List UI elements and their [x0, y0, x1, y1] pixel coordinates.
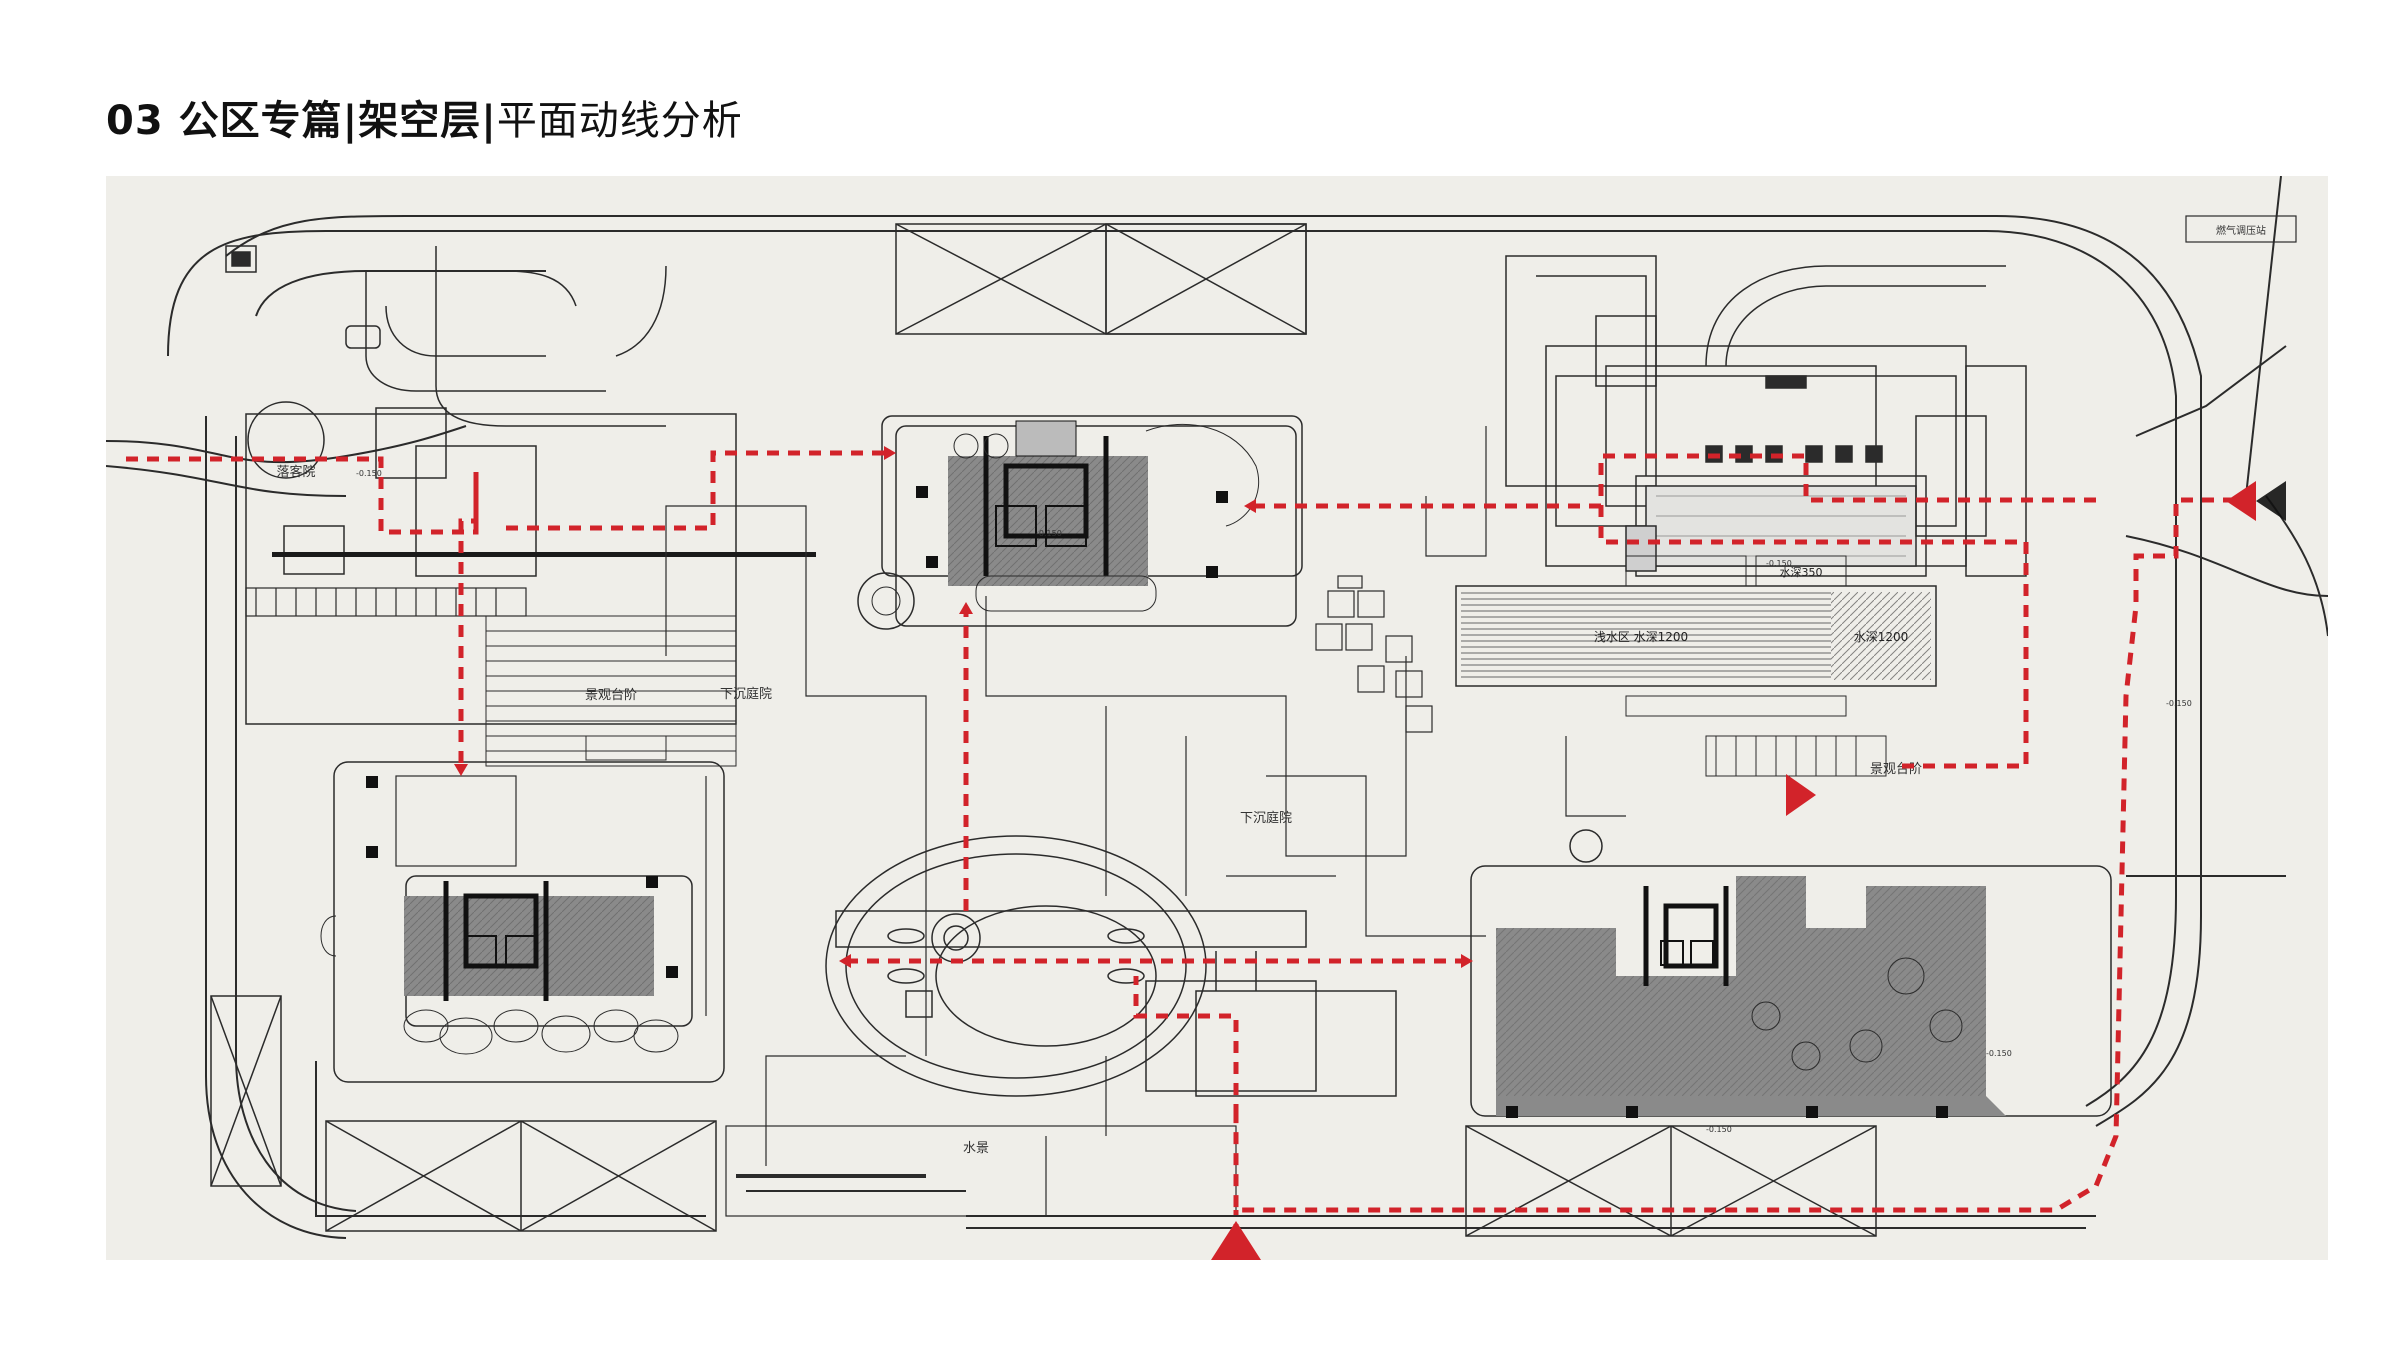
drop-off-label: 落客院 -0.150 [276, 464, 381, 480]
tower-southwest [320, 761, 725, 1083]
title-section: 03 公区专篇|架空层| [106, 98, 497, 144]
black-wall-a [272, 552, 704, 557]
page-title: 03 公区专篇|架空层|平面动线分析 [106, 92, 743, 150]
tower-southeast [1470, 829, 2112, 1118]
label-elev-a: -0.150 [356, 469, 382, 478]
route-south-to-plaza [1133, 976, 1239, 1116]
label-qiangshui-qu: 浅水区 水深1200 [1594, 630, 1688, 644]
arrow-east-north-tower [1244, 499, 1256, 513]
label-jingguan-taijie-2: 景观台阶 [1870, 762, 1922, 777]
black-wall-b [626, 552, 816, 557]
entrance-east-icon [2226, 481, 2256, 521]
entrance-markers [1211, 481, 2286, 1260]
label-shuishen-1200: 水深1200 [1854, 630, 1909, 644]
route-east-to-south [1233, 497, 2256, 1213]
entrance-east-black-icon [2256, 481, 2286, 521]
label-elev-b: -0.150 [1766, 559, 1792, 568]
route-west-entry [126, 456, 479, 535]
water-feature-south [725, 1055, 1237, 1217]
route-west-to-tower [458, 472, 479, 768]
top-loading-bays [895, 223, 1307, 335]
label-jingguan-taijie-1: 景观台阶 [585, 688, 637, 703]
entrance-east-clubhouse-icon [1786, 774, 1816, 816]
ramp-left [245, 587, 527, 617]
gas-station: 燃气调压站 [2185, 215, 2297, 243]
clubhouse-northeast [1505, 255, 2027, 577]
label-shuijing: 水景 [963, 1141, 989, 1156]
elevation-markers: -0.150 -0.150 -0.150 -0.150 -0.150 [1036, 529, 2192, 1134]
drop-off-court [225, 245, 737, 725]
title-subject: 平面动线分析 [496, 98, 743, 144]
label-elev-f: -0.150 [1036, 529, 1062, 538]
arrow-north-entry [884, 446, 896, 460]
central-oval-plaza [825, 835, 1397, 1097]
plan-background [106, 176, 2328, 1260]
arrow-north-tower-south [959, 602, 973, 614]
perimeter-roads [106, 176, 2328, 1239]
label-elev-c: -0.150 [2166, 699, 2192, 708]
arrow-plaza-east [1461, 954, 1473, 968]
label-xiachen-tingyuan-1: 下沉庭院 [720, 686, 772, 702]
water-features: 浅水区 水深1200 水深1200 水深350 [1455, 555, 1937, 687]
route-arrowheads [454, 446, 1473, 968]
shallow-pool [1461, 592, 1831, 680]
tower-north [857, 415, 1303, 630]
arrow-plaza-west [839, 954, 851, 968]
arrow-sw-tower [454, 764, 468, 776]
label-ranqi-tiaoyazhan: 燃气调压站 [2216, 224, 2266, 237]
label-xiachen-tingyuan-2: 下沉庭院 [1240, 810, 1292, 826]
label-elev-d: -0.150 [1986, 1049, 2012, 1058]
label-luoke-yuan: 落客院 [276, 464, 315, 480]
label-shuishen-350: 水深350 [1780, 566, 1823, 579]
deep-pool [1831, 592, 1931, 680]
south-loading-bays [210, 995, 1877, 1237]
route-east-clubhouse [1598, 453, 2096, 769]
site-plan: 落客院 -0.150 景观台阶 [106, 176, 2328, 1260]
landscape-stairs-left [485, 615, 737, 767]
sunken-courtyards [665, 426, 1626, 1056]
entrance-south-icon [1211, 1221, 1261, 1260]
landscape-stairs-east [1625, 695, 1887, 777]
label-elev-e: -0.150 [1706, 1125, 1732, 1134]
site-plan-drawing: 落客院 -0.150 景观台阶 [106, 176, 2328, 1260]
